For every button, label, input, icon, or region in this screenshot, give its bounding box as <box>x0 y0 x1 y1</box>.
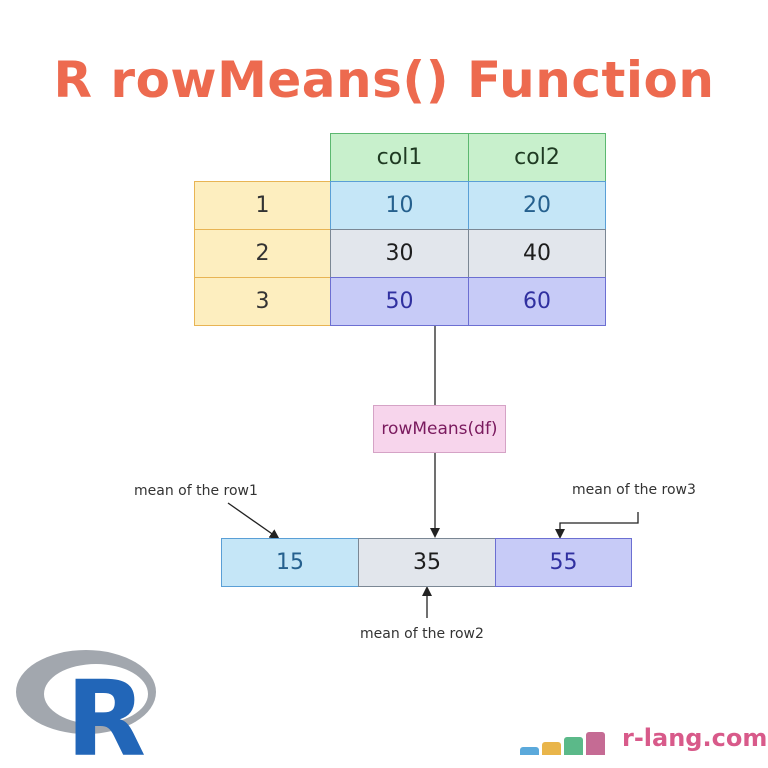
result-cell-1: 15 <box>221 538 359 587</box>
function-box: rowMeans(df) <box>373 405 506 453</box>
column-header-col1: col1 <box>330 133 469 182</box>
row-label-3: 3 <box>194 277 331 326</box>
result-cell-3: 55 <box>495 538 632 587</box>
annotation-row2: mean of the row2 <box>360 626 484 642</box>
row-label-2: 2 <box>194 229 331 278</box>
cell-row1-col1: 10 <box>330 181 469 230</box>
brand-text[interactable]: r-lang.com <box>622 724 768 752</box>
r-logo: R <box>16 650 156 760</box>
annotation-row1: mean of the row1 <box>134 483 258 499</box>
brand-bars-icon <box>520 731 608 755</box>
row3-annotation-arrow <box>555 512 639 539</box>
result-cell-2: 35 <box>358 538 496 587</box>
page-title: R rowMeans() Function <box>53 51 715 109</box>
row1-annotation-arrow <box>227 502 280 540</box>
cell-row3-col1: 50 <box>330 277 469 326</box>
r-logo-letter: R <box>66 658 146 760</box>
cell-row2-col1: 30 <box>330 229 469 278</box>
annotation-row3: mean of the row3 <box>572 482 696 498</box>
cell-row2-col2: 40 <box>468 229 606 278</box>
column-header-col2: col2 <box>468 133 606 182</box>
cell-row3-col2: 60 <box>468 277 606 326</box>
